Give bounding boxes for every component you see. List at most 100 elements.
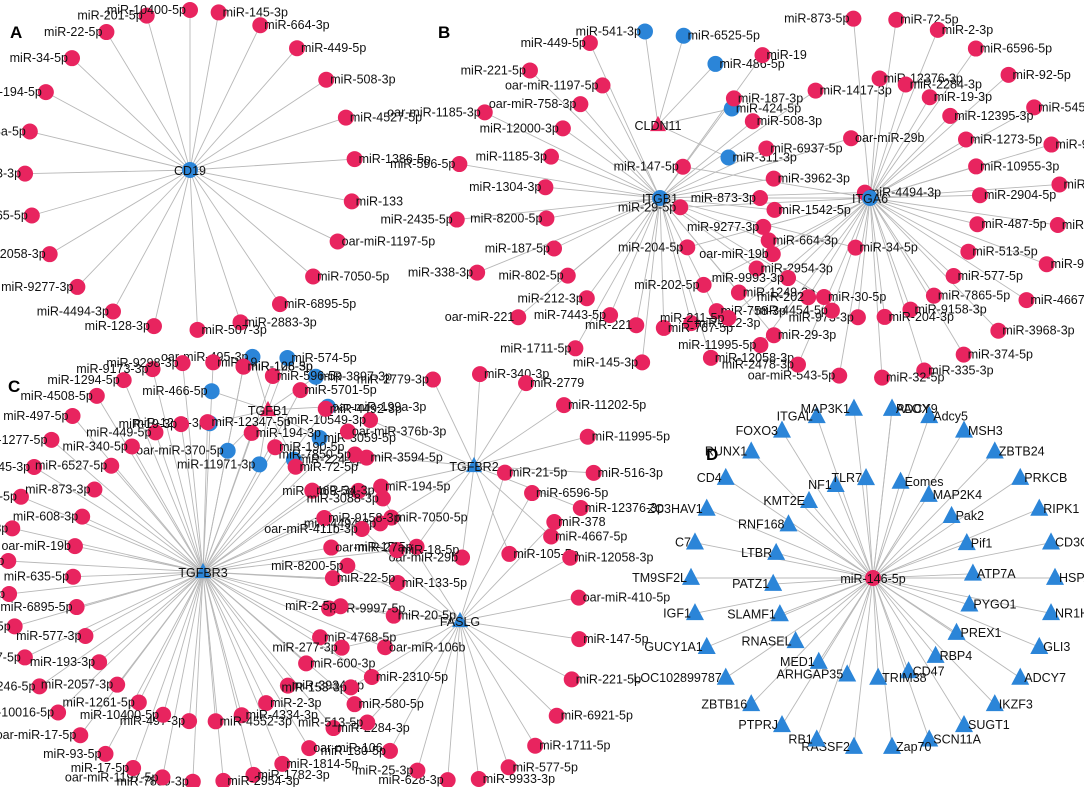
- node-marker: [807, 729, 826, 747]
- edge-tgfb1-mir-224-5p: [267, 409, 295, 460]
- node-mir-508-3p: miR-508-3p: [318, 71, 396, 88]
- node-marker: [292, 382, 309, 399]
- edge-tgfbr3-mir-10400-5p: [162, 571, 204, 715]
- hub-marker: [182, 162, 198, 178]
- node-label: miR-1711-5p: [539, 739, 610, 753]
- node-mir-11995-5p: miR-11995-5p: [678, 337, 769, 354]
- edge-itgb1-mir-2435-5p: [456, 197, 661, 220]
- edge-tgfbr3-mir-194-5p: [202, 486, 382, 573]
- node-map2k4: MAP2K4: [919, 484, 982, 502]
- node-mir-9995-3p: miR-9995-3p: [1049, 217, 1084, 234]
- node-oar-mir-410-5p: oar-miR-410-5p: [570, 589, 671, 606]
- edge-mir-146-5p-gli3: [872, 577, 1040, 648]
- edge-tgfbr3-mir-497-5p: [72, 415, 204, 573]
- node-mir-574-5p: miR-574-5p: [279, 349, 357, 366]
- node-label: oar-miR-106b: [389, 640, 465, 654]
- edge-itga6-mir-11995-5p: [760, 197, 871, 346]
- node-label: miR-7865-5p: [938, 289, 1010, 303]
- node-label: miR-11995-5p: [592, 430, 670, 444]
- node-mir-4508-5p: miR-4508-5p: [21, 387, 105, 404]
- edge-itga6-mir-202-5p: [703, 197, 871, 286]
- node-label: ZC3HAV1: [647, 502, 702, 516]
- edge-itgb1-mir-8200-5p: [546, 197, 661, 219]
- node-rnasel: RNASEL: [742, 631, 805, 648]
- edge-cd19-mir-4527-5p: [189, 117, 347, 171]
- edge-mir-146-5p-cd4: [725, 477, 874, 579]
- node-label: LOC102899787: [633, 671, 721, 685]
- node-label: miR-19: [767, 48, 807, 62]
- edge-itgb1-oar-mir-1185-3p: [484, 111, 661, 199]
- edge-mir-146-5p-med1: [818, 577, 874, 663]
- edge-tgfbr3-mir-5701-5p: [202, 389, 301, 573]
- node-mir-2310-5p: miR-2310-5p: [363, 669, 448, 685]
- node-label: oar-miR-410-5p: [583, 591, 671, 605]
- node-oar-mir-370-5p: oar-miR-370-5p: [136, 442, 236, 459]
- edge-cd19-mir-133: [189, 169, 352, 202]
- node-marker: [383, 509, 400, 526]
- node-marker: [562, 549, 579, 566]
- node-oar-mir-1197-5p: oar-miR-1197-5p: [505, 77, 611, 94]
- node-marker: [298, 655, 315, 672]
- edge-mir-146-5p-zbtb24: [872, 451, 996, 579]
- node-tm9sf2l: TM9SF2L: [632, 567, 700, 585]
- node-marker: [301, 740, 318, 757]
- node-mir-449-5p: miR-449-5p: [289, 40, 366, 57]
- node-mir-193-3p: miR-193-3p: [30, 654, 108, 671]
- edge-mir-146-5p-nr1h3: [872, 577, 1052, 614]
- node-label: miR-6527-5p: [35, 459, 107, 473]
- node-mir-4494-3p: miR-4494-3p: [37, 303, 121, 320]
- node-mir-1304-3p: miR-1304-3p: [469, 179, 554, 196]
- node-marker: [66, 538, 83, 555]
- edge-mir-146-5p-cd47: [872, 577, 909, 672]
- node-label: oar-miR-27a: [335, 541, 405, 555]
- node-mir-1-3p: miR-1-3p: [0, 520, 21, 537]
- edge-tgfbr3-mir-17-5p: [132, 571, 204, 769]
- node-marker: [1046, 567, 1064, 585]
- node-marker: [215, 772, 232, 787]
- edge-faslg-mir-277-3p: [341, 620, 461, 649]
- node-marker: [1018, 292, 1035, 309]
- edge-itga6-mir-202: [807, 197, 871, 298]
- edge-tgfbr2-mir-2779-3p: [432, 379, 475, 467]
- node-label: miR-9933-3p: [483, 772, 555, 786]
- node-label: Pak2: [956, 509, 985, 523]
- node-label: SUGT1: [968, 718, 1010, 732]
- node-label: miR-1277-5p: [0, 433, 47, 447]
- node-label: oar-miR-758-3p: [489, 97, 577, 111]
- node-marker: [572, 499, 589, 516]
- node-mir-487-5p: miR-487-5p: [969, 216, 1047, 233]
- node-marker: [1042, 532, 1061, 550]
- edge-tgfbr3-mir-72-5p: [202, 466, 296, 573]
- node-patz1: PATZ1: [732, 573, 783, 591]
- node-mir-508-5p: miR-508-5p: [1051, 176, 1084, 193]
- node-marker: [752, 337, 769, 354]
- node-label: PATZ1: [732, 577, 769, 591]
- node-label: miR-3897-3p: [320, 370, 392, 384]
- node-label: miR-2-5p: [285, 599, 336, 613]
- node-label: miR-145-3p: [223, 5, 288, 19]
- node-label: miR-194-5p: [385, 480, 450, 494]
- node-marker: [1011, 467, 1030, 485]
- node-mir-187-5p: miR-187-5p: [485, 240, 563, 257]
- node-label: miR-513-5p: [298, 716, 363, 730]
- node-mir-338-3p: miR-338-3p: [408, 264, 486, 281]
- edge-mir-146-5p-rassf2: [853, 577, 874, 748]
- node-marker: [389, 574, 406, 591]
- node-marker: [955, 420, 973, 438]
- node-marker: [339, 423, 356, 440]
- node-msh3: MSH3: [955, 420, 1003, 438]
- node-marker: [760, 232, 777, 249]
- node-oar-mir-17-5p: oar-miR-17-5p: [0, 727, 89, 744]
- node-mir-221-5p: miR-221-5p: [563, 671, 641, 688]
- node-label: miR-508-3p: [757, 114, 822, 128]
- node-marker: [716, 667, 735, 685]
- edge-mir-146-5p-ltbr: [776, 552, 874, 579]
- edge-faslg-mir-378: [459, 521, 555, 622]
- edge-tgfbr3-mir-608-3p: [81, 516, 204, 573]
- node-label: miR-7859-3p: [117, 775, 189, 787]
- node-marker: [182, 2, 198, 18]
- node-mir-12347-5p: miR-12347-5p: [199, 414, 291, 431]
- edge-cd19-mir-34-5p: [71, 57, 191, 171]
- node-label: miR-1261-5p: [63, 695, 135, 709]
- node-marker: [233, 707, 250, 724]
